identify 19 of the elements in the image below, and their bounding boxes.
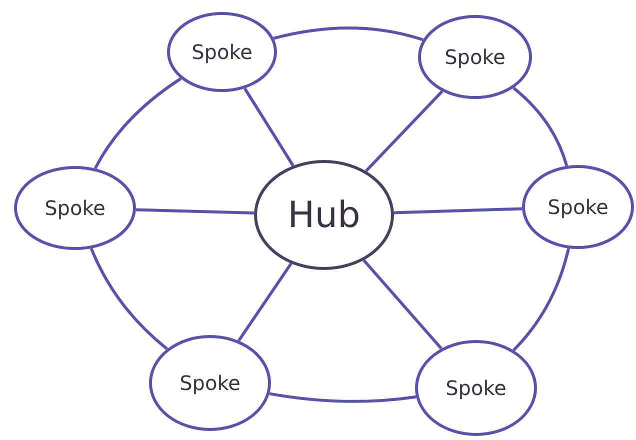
- connector-line: [362, 259, 442, 350]
- connector-line: [269, 392, 416, 403]
- node-label: Spoke: [180, 371, 240, 395]
- connector-line: [90, 248, 168, 350]
- connector-line: [512, 248, 570, 352]
- connector-line: [273, 26, 424, 42]
- connector-line: [394, 207, 522, 214]
- node-label: Spoke: [44, 196, 106, 220]
- connector-line: [244, 88, 294, 166]
- node-label: Spoke: [446, 376, 506, 400]
- node-label: Spoke: [444, 45, 506, 69]
- node-label: Hub: [288, 194, 360, 236]
- node-label: Spoke: [548, 195, 608, 219]
- connector-line: [136, 208, 254, 215]
- connector-line: [238, 262, 292, 342]
- connector-line: [512, 86, 568, 166]
- connector-line: [94, 77, 182, 170]
- connector-line: [364, 90, 444, 172]
- node-label: Spoke: [192, 40, 252, 64]
